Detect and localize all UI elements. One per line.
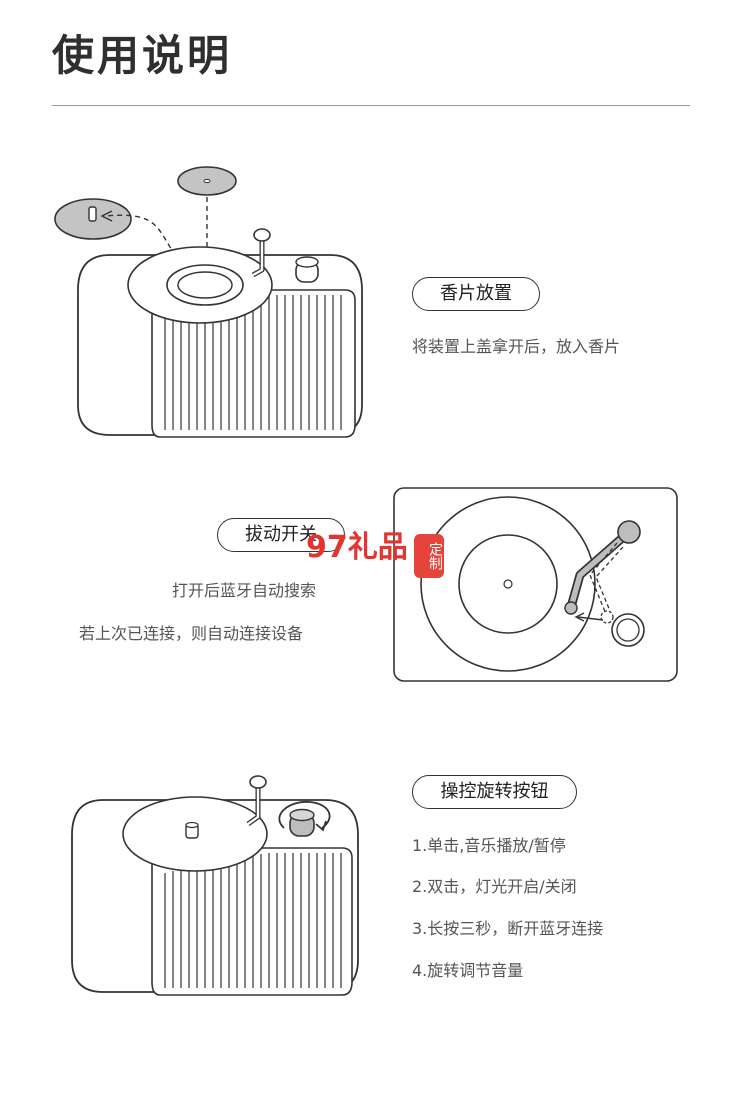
title-divider [52,105,690,106]
watermark-seal: 定制 [414,534,444,578]
watermark-logo: 97礼品 [306,530,408,565]
switch-label: 拔动开关 [217,518,345,552]
switch-illustration [393,487,678,682]
fragrance-placement-label: 香片放置 [412,277,540,311]
rotary-knob-item-4: 4.旋转调节音量 [412,961,524,980]
rotary-knob-item-1: 1.单击,音乐播放/暂停 [412,836,566,855]
fragrance-placement-illustration [54,166,363,438]
switch-desc-line-2: 若上次已连接，则自动连接设备 [79,624,304,643]
rotary-knob-item-3: 3.长按三秒，断开蓝牙连接 [412,919,604,938]
rotary-knob-label: 操控旋转按钮 [412,775,577,809]
rotary-knob-illustration [71,775,359,996]
switch-desc-line-1: 打开后蓝牙自动搜索 [172,581,317,600]
page-title: 使用说明 [52,31,233,80]
fragrance-placement-desc: 将装置上盖拿开后，放入香片 [412,337,621,356]
rotary-knob-item-2: 2.双击，灯光开启/关闭 [412,877,577,896]
